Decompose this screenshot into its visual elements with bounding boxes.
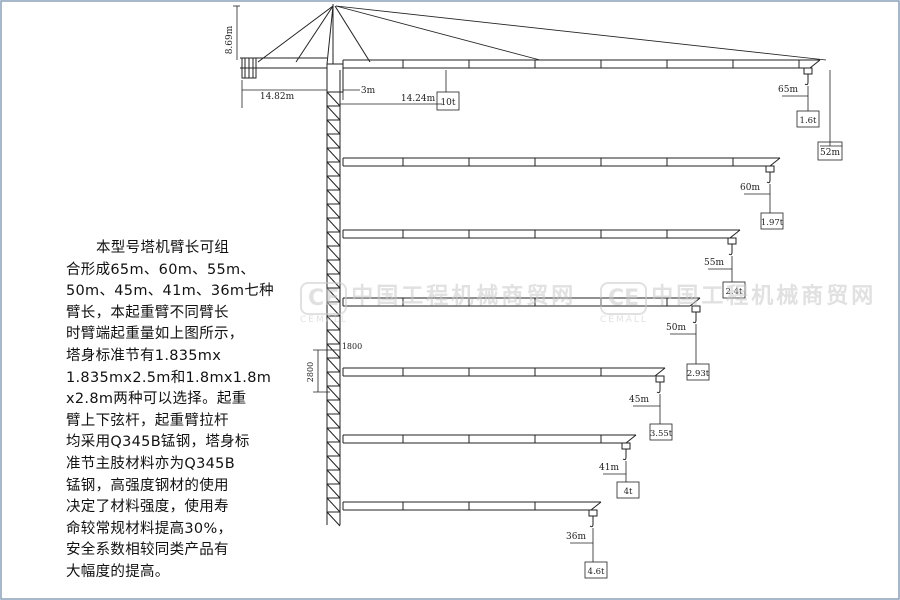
height-box xyxy=(817,141,843,161)
description-line: 准节主肢材料亦为Q345B xyxy=(66,455,235,472)
description-text: 本型号塔机臂长可组合形成65m、60m、55m、 50m、45m、41m、36m七… xyxy=(66,238,276,584)
description-line: 臂上下弦杆，起重臂拉杆 xyxy=(66,412,229,429)
description-line: 大幅度的提高。 xyxy=(66,563,170,580)
tip-load-box xyxy=(796,110,820,128)
hook-icon xyxy=(655,375,665,394)
operator-cab xyxy=(326,63,344,93)
min-radius-label: 14.24m xyxy=(401,94,436,104)
jib-50m: 50m 2.93t xyxy=(342,297,710,381)
description-line: 命较常规材料提高30%， xyxy=(66,520,233,537)
min-load-box xyxy=(436,91,460,111)
hook-icon xyxy=(621,442,631,461)
hook-icon xyxy=(727,237,737,256)
height-under-hook-label: 52m xyxy=(820,148,840,158)
jib-65m: 65m 1.6t xyxy=(342,59,821,128)
tip-load-label: 2.93t xyxy=(687,369,710,379)
min-load-label: 10t xyxy=(440,98,455,108)
height-label: 8.69m xyxy=(225,25,235,54)
tip-load-label: 1.6t xyxy=(800,116,818,126)
jib-41m: 41m 4t xyxy=(342,434,640,499)
description-line: 安全系数相较同类产品有 xyxy=(66,542,229,559)
offset-label: 3m xyxy=(361,86,376,96)
jib-36m: 36m 4.6t xyxy=(342,501,608,579)
description-line: 均采用Q345B锰钢，塔身标 xyxy=(66,434,250,451)
tip-load-box xyxy=(722,281,746,299)
tip-load-box xyxy=(584,561,608,579)
section-height-label: 2800 xyxy=(306,362,315,382)
jib-55m: 55m 2.4t xyxy=(342,229,746,299)
hook-icon xyxy=(691,305,701,324)
hook-icon xyxy=(803,67,813,86)
description-line: 1.835mx2.5m和1.8mx1.8m xyxy=(66,369,272,386)
description-line: 锰钢，高强度钢材的使用 xyxy=(66,477,229,494)
tip-load-label: 1.97t xyxy=(761,218,784,228)
tip-load-box xyxy=(760,212,784,230)
description-line: 臂长，本起重臂不同臂长 xyxy=(66,304,229,321)
description-line: 50m、45m、41m、36m七种 xyxy=(66,283,274,300)
tip-load-box xyxy=(686,363,710,381)
tower-head xyxy=(257,4,827,65)
jib-length-label: 65m xyxy=(778,85,798,95)
counter-jib-label: 14.82m xyxy=(260,92,295,102)
tip-load-box xyxy=(649,423,673,441)
jib-length-label: 45m xyxy=(629,395,649,405)
description-line: 塔身标准节有1.835mx xyxy=(66,347,222,364)
tip-load-label: 3.55t xyxy=(650,429,673,439)
section-width-label: 1800 xyxy=(342,342,362,351)
tip-load-box xyxy=(616,481,640,499)
description-line: 时臂端起重量如上图所示， xyxy=(66,326,244,343)
jib-45m: 45m 3.55t xyxy=(342,367,673,441)
description-line: 本型号塔机臂长可组 xyxy=(96,240,230,256)
jib-length-label: 41m xyxy=(599,463,619,473)
counter-jib xyxy=(240,57,327,79)
tip-load-label: 2.4t xyxy=(726,287,744,297)
jib-length-label: 50m xyxy=(666,323,686,333)
jib-length-label: 60m xyxy=(740,183,760,193)
jib-60m: 60m 1.97t xyxy=(342,157,784,230)
description-line: 决定了材料强度，使用寿 xyxy=(66,499,229,516)
description-line: x2.8m两种可以选择。起重 xyxy=(66,391,247,408)
hook-icon xyxy=(765,165,775,184)
description-line: 合形成65m、60m、55m、 xyxy=(66,261,256,278)
tip-load-label: 4t xyxy=(624,487,633,497)
tower-mast xyxy=(326,70,341,527)
jib-length-label: 55m xyxy=(704,258,724,268)
tip-load-label: 4.6t xyxy=(588,567,606,577)
jib-length-label: 36m xyxy=(566,532,586,542)
hook-icon xyxy=(588,509,598,528)
